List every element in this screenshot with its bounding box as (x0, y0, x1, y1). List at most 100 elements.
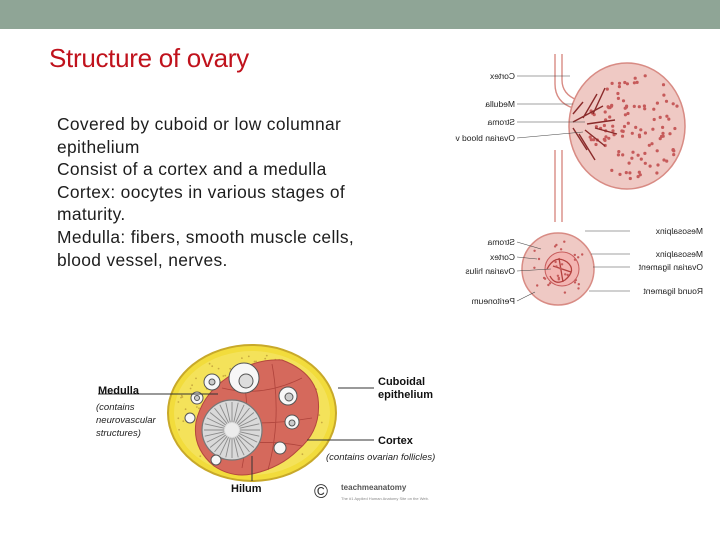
texture-dot (594, 142, 598, 147)
texture-dot (573, 258, 577, 261)
texture-dot (668, 132, 672, 136)
medulla-label: Medulla (98, 385, 140, 397)
upper-label: Stroma (487, 117, 515, 127)
texture-dot (265, 354, 268, 357)
texture-dot (543, 277, 547, 280)
texture-dot (617, 81, 622, 85)
texture-dot (637, 133, 641, 137)
corpus-stripe (236, 436, 250, 453)
corpus-stripe (209, 412, 226, 426)
texture-dot (621, 99, 626, 103)
texture-dot (650, 142, 654, 146)
corpus-stripe (238, 412, 255, 426)
hilum-label: Hilum (231, 483, 262, 495)
bullet-item: Cortex: oocytes in various stages of mat… (57, 181, 346, 225)
corpus-stripe (239, 431, 260, 437)
texture-dot (665, 159, 669, 163)
texture-dot (673, 126, 677, 131)
texture-dot (577, 256, 580, 259)
texture-dot (655, 171, 659, 175)
texture-dot (264, 357, 267, 360)
texture-dot (642, 104, 646, 108)
texture-dot (182, 420, 185, 423)
texture-dot (574, 278, 577, 282)
texture-dot (548, 282, 552, 285)
corpus-stripe (236, 407, 250, 424)
texture-dot (632, 104, 636, 108)
texture-dot (559, 248, 563, 251)
upper-label: Peritoneum (472, 296, 515, 306)
texture-dot (633, 76, 637, 80)
texture-dot (563, 291, 567, 294)
texture-dot (229, 367, 232, 370)
texture-dot (224, 374, 227, 377)
texture-dot (621, 153, 625, 157)
texture-dot (616, 96, 620, 100)
upper-label: Stroma (487, 237, 515, 247)
corpus-stripe (239, 433, 258, 443)
bullet-item: Covered by cuboid or low columnar epithe… (57, 114, 342, 157)
texture-dot (607, 136, 611, 140)
texture-dot (554, 260, 557, 264)
corpus-stripe (219, 437, 229, 456)
texture-dot (602, 123, 606, 128)
ovary-large (568, 62, 686, 190)
corpus-stripe (225, 437, 231, 458)
corpus-stripe (204, 423, 225, 429)
texture-dot (636, 153, 640, 157)
texture-dot (556, 274, 560, 277)
medulla-note: neurovascular (96, 415, 157, 426)
texture-dot (611, 124, 615, 128)
texture-dot (253, 360, 256, 363)
texture-dot (623, 113, 627, 117)
copyright-icon: © (314, 482, 328, 503)
texture-dot (671, 148, 675, 152)
texture-dot (624, 171, 628, 175)
watermark-tagline: The #1 Applied Human Anatomy Site on the… (341, 496, 429, 501)
texture-dot (611, 129, 615, 133)
bullet-item: Consist of a cortex and a medulla (57, 159, 327, 180)
upper-label: Cortex (489, 252, 515, 262)
texture-dot (577, 283, 580, 286)
upper-label: Ovarian blood vessels (455, 133, 515, 143)
texture-dot (581, 253, 584, 256)
texture-dot (610, 81, 614, 85)
texture-dot (178, 428, 180, 431)
texture-dot (664, 99, 669, 103)
texture-dot (643, 161, 647, 165)
corpus-stripe (214, 436, 228, 453)
texture-dot (196, 406, 198, 408)
texture-dot (609, 104, 614, 108)
texture-dot (656, 163, 660, 167)
texture-dot (301, 453, 304, 456)
corpus-stripe (239, 417, 258, 427)
texture-dot (658, 115, 662, 119)
texture-dot (573, 253, 576, 257)
texture-dot (616, 153, 620, 157)
texture-dot (573, 281, 577, 284)
texture-dot (191, 384, 193, 387)
corpus-stripe (219, 404, 229, 423)
texture-dot (560, 263, 564, 266)
texture-dot (211, 365, 214, 368)
texture-dot (634, 125, 638, 129)
corpus-stripe (235, 404, 245, 423)
upper-label: Cortex (489, 71, 515, 81)
texture-dot (625, 104, 629, 108)
medulla-note: structures) (96, 428, 141, 439)
texture-dot (667, 117, 671, 121)
corpus-stripe (225, 402, 231, 423)
texture-dot (255, 360, 257, 363)
corpus-stripe (204, 431, 225, 437)
upper-label: Mesosalpinx (655, 249, 703, 259)
texture-dot (675, 104, 679, 108)
texture-dot (616, 91, 620, 96)
cuboidal-label: epithelium (378, 389, 433, 401)
texture-dot (651, 127, 655, 131)
texture-dot (320, 421, 323, 424)
texture-dot (180, 396, 182, 399)
texture-dot (623, 80, 627, 85)
texture-dot (627, 161, 631, 165)
corpus-stripe (238, 434, 255, 448)
watermark-brand: teachmeanatomy (341, 483, 407, 492)
